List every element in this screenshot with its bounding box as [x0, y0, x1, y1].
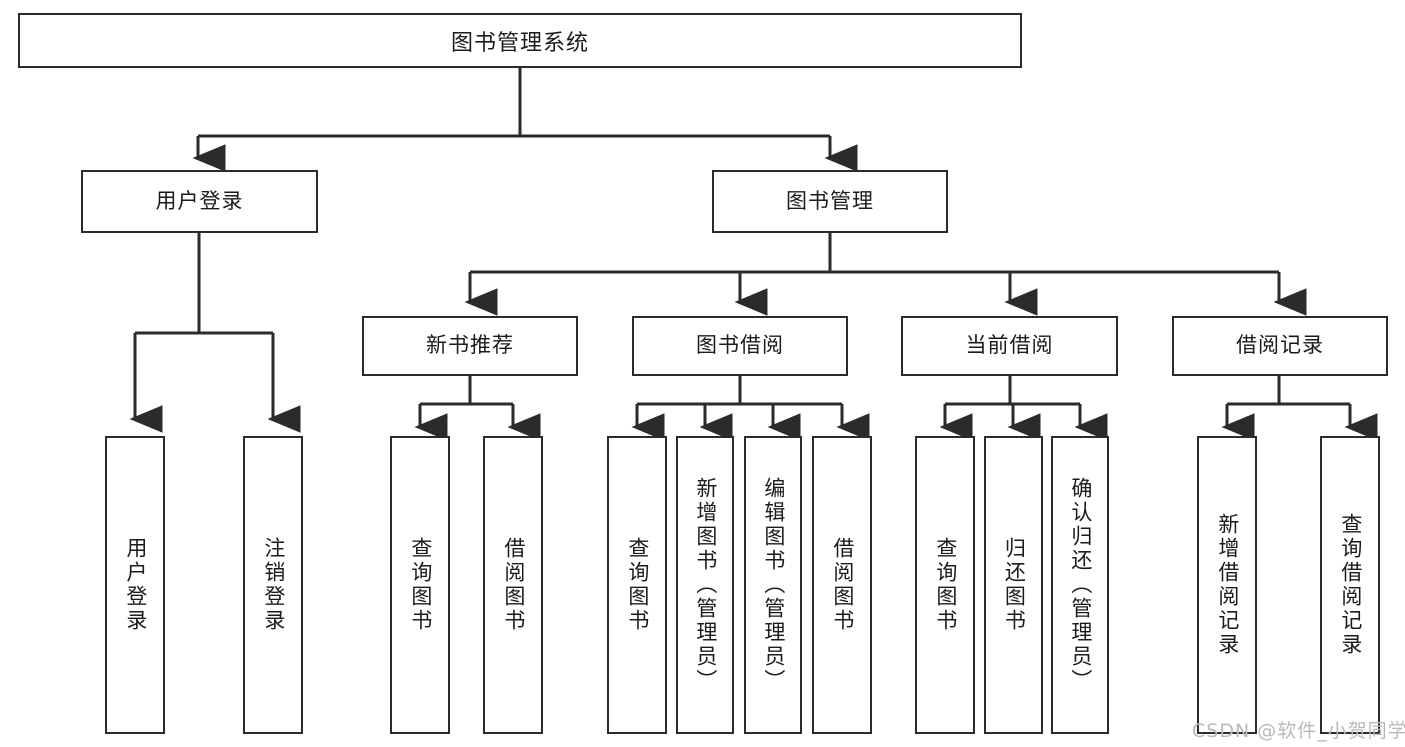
leaf-return-book[interactable]: 归还图书	[984, 436, 1043, 734]
node-new-book-recommend-label: 新书推荐	[426, 333, 514, 358]
leaf-query-book-1[interactable]: 查询图书	[390, 436, 450, 734]
leaf-add-book[interactable]: 新增图书（管理员）	[676, 436, 734, 734]
node-borrow-record[interactable]: 借阅记录	[1172, 316, 1388, 376]
leaf-logout-login-label: 注销登录	[261, 537, 286, 633]
leaf-user-login-label: 用户登录	[123, 537, 148, 633]
node-user-login-label: 用户登录	[155, 188, 244, 213]
node-book-borrow[interactable]: 图书借阅	[632, 316, 848, 376]
leaf-confirm-return[interactable]: 确认归还（管理员）	[1051, 436, 1109, 734]
leaf-add-book-label: 新增图书（管理员）	[693, 477, 718, 693]
node-root[interactable]: 图书管理系统	[18, 13, 1022, 68]
leaf-query-book-3[interactable]: 查询图书	[915, 436, 975, 734]
leaf-borrow-book-2-label: 借阅图书	[830, 537, 855, 633]
node-user-login[interactable]: 用户登录	[81, 170, 318, 233]
node-new-book-recommend[interactable]: 新书推荐	[362, 316, 578, 376]
leaf-borrow-book-2[interactable]: 借阅图书	[812, 436, 872, 734]
node-current-borrow-label: 当前借阅	[965, 333, 1054, 358]
leaf-query-borrow-record-label: 查询借阅记录	[1338, 513, 1363, 657]
node-root-label: 图书管理系统	[450, 30, 589, 56]
node-current-borrow[interactable]: 当前借阅	[901, 316, 1118, 376]
leaf-query-book-2[interactable]: 查询图书	[607, 436, 667, 734]
node-book-manage-label: 图书管理	[786, 188, 874, 213]
leaf-query-book-2-label: 查询图书	[625, 537, 650, 633]
leaf-logout-login[interactable]: 注销登录	[243, 436, 303, 734]
leaf-user-login[interactable]: 用户登录	[105, 436, 165, 734]
node-book-borrow-label: 图书借阅	[696, 333, 784, 358]
leaf-edit-book-label: 编辑图书（管理员）	[761, 477, 786, 693]
leaf-confirm-return-label: 确认归还（管理员）	[1068, 477, 1093, 693]
leaf-query-book-1-label: 查询图书	[408, 537, 433, 633]
leaf-query-borrow-record[interactable]: 查询借阅记录	[1320, 436, 1380, 734]
leaf-borrow-book-1-label: 借阅图书	[501, 537, 526, 633]
leaf-edit-book[interactable]: 编辑图书（管理员）	[744, 436, 802, 734]
node-book-manage[interactable]: 图书管理	[712, 170, 948, 233]
leaf-add-borrow-record-label: 新增借阅记录	[1215, 513, 1240, 657]
leaf-return-book-label: 归还图书	[1002, 537, 1027, 633]
node-borrow-record-label: 借阅记录	[1236, 333, 1324, 358]
leaf-query-book-3-label: 查询图书	[933, 537, 958, 633]
leaf-borrow-book-1[interactable]: 借阅图书	[483, 436, 543, 734]
leaf-add-borrow-record[interactable]: 新增借阅记录	[1197, 436, 1257, 734]
